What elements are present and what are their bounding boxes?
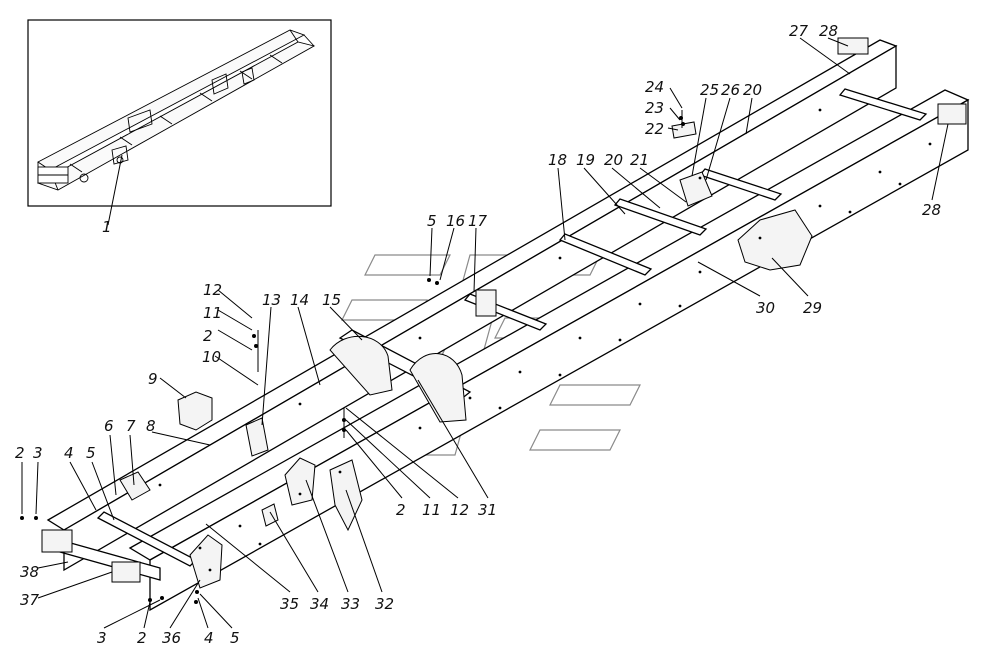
callout-2: 2 xyxy=(396,501,406,519)
callout-8: 8 xyxy=(146,417,156,435)
callout-3: 3 xyxy=(97,629,107,647)
callout-29: 29 xyxy=(803,299,822,317)
bracket-33 xyxy=(284,457,316,506)
callout-5: 5 xyxy=(86,444,96,462)
callout-27: 27 xyxy=(789,22,809,40)
callout-28: 28 xyxy=(819,22,838,40)
callout-1: 1 xyxy=(102,218,112,236)
callout-32: 32 xyxy=(375,595,394,613)
callout-36: 36 xyxy=(162,629,181,647)
callout-16: 16 xyxy=(446,212,465,230)
callout-33: 33 xyxy=(341,595,360,613)
callout-17: 17 xyxy=(468,212,488,230)
callout-34: 34 xyxy=(310,595,329,613)
leader-lines xyxy=(21,37,949,629)
callout-2: 2 xyxy=(137,629,147,647)
crossmember-5 xyxy=(613,198,708,236)
crossmember-6 xyxy=(698,168,783,201)
rear-end-plate-left xyxy=(837,37,869,55)
callout-15: 15 xyxy=(322,291,341,309)
callout-2: 2 xyxy=(203,327,213,345)
bracket-13 xyxy=(245,417,269,457)
bracket-17 xyxy=(475,289,497,317)
crossmember-4 xyxy=(558,233,653,276)
callout-28: 28 xyxy=(922,201,941,219)
callout-31: 31 xyxy=(478,501,497,519)
callout-6: 6 xyxy=(104,417,114,435)
callout-30: 30 xyxy=(756,299,775,317)
callout-5: 5 xyxy=(427,212,437,230)
callout-25: 25 xyxy=(700,81,719,99)
callout-20: 20 xyxy=(604,151,623,169)
callout-4: 4 xyxy=(204,629,214,647)
callout-3: 3 xyxy=(33,444,43,462)
callout-4: 4 xyxy=(64,444,74,462)
plate-22 xyxy=(671,121,697,139)
callout-38: 38 xyxy=(20,563,39,581)
callout-5: 5 xyxy=(230,629,240,647)
callout-7: 7 xyxy=(126,417,136,435)
callout-2: 2 xyxy=(15,444,25,462)
callout-14: 14 xyxy=(290,291,309,309)
callout-9: 9 xyxy=(148,370,158,388)
callout-labels: 1 2 3 4 5 6 7 8 9 10 2 11 12 13 14 15 5 … xyxy=(15,22,941,647)
front-hook-left xyxy=(41,529,73,553)
inset-overview xyxy=(27,19,332,226)
callout-21: 21 xyxy=(630,151,649,169)
callout-10: 10 xyxy=(202,348,221,366)
engine-mount-9 xyxy=(177,391,213,431)
callout-37: 37 xyxy=(20,591,40,609)
rear-crossmember xyxy=(838,88,928,121)
callout-20: 20 xyxy=(743,81,762,99)
callout-23: 23 xyxy=(645,99,664,117)
callout-26: 26 xyxy=(721,81,740,99)
callout-12: 12 xyxy=(450,501,469,519)
callout-35: 35 xyxy=(280,595,299,613)
rear-saddle-bracket xyxy=(737,209,813,271)
callout-13: 13 xyxy=(262,291,281,309)
callout-22: 22 xyxy=(645,120,664,138)
front-hook-right xyxy=(111,561,141,583)
callout-11: 11 xyxy=(203,304,222,322)
bracket-34 xyxy=(261,503,279,527)
callout-18: 18 xyxy=(548,151,567,169)
callout-11: 11 xyxy=(422,501,441,519)
bracket-25-26 xyxy=(679,171,713,207)
callout-12: 12 xyxy=(203,281,222,299)
rail-holes xyxy=(158,108,932,572)
callout-24: 24 xyxy=(645,78,664,96)
bracket-6-7 xyxy=(119,471,151,501)
mid-crossmember-assembly xyxy=(329,329,472,423)
callout-19: 19 xyxy=(576,151,595,169)
rear-end-plate-right xyxy=(937,103,967,125)
chassis-frame xyxy=(20,37,970,612)
